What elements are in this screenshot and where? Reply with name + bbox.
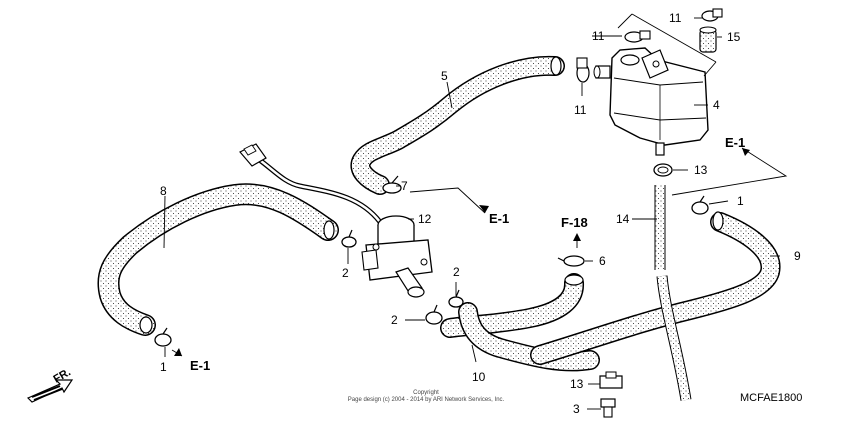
cap-assembly-15[interactable] [617, 13, 717, 77]
callout-1-left: 1 [160, 360, 167, 374]
clip-2-valve[interactable] [341, 229, 357, 248]
copyright-line-2: Page design (c) 2004 - 2014 by ARI Netwo… [348, 397, 505, 403]
leader-arrowheads [174, 148, 750, 356]
callout-13-upper: 13 [694, 163, 708, 177]
ref-e1-left[interactable]: E-1 [190, 358, 210, 373]
callout-5: 5 [441, 69, 448, 83]
callout-1-right: 1 [737, 194, 744, 208]
callout-3: 3 [573, 402, 580, 416]
callout-14: 14 [616, 212, 630, 226]
hose-9[interactable] [530, 211, 781, 365]
hose-10[interactable] [440, 273, 600, 372]
clamp-13-lower[interactable] [599, 371, 623, 389]
ref-e1-right[interactable]: E-1 [725, 135, 745, 150]
tube-14[interactable] [654, 185, 692, 401]
ref-e1-center[interactable]: E-1 [489, 211, 509, 226]
clamp-11-lower[interactable] [576, 57, 590, 83]
callout-2-valve: 2 [342, 266, 349, 280]
clip-2-mid[interactable] [448, 289, 464, 308]
hose-5[interactable] [350, 55, 565, 195]
front-direction-marker: FR. [26, 366, 74, 403]
callout-12: 12 [418, 212, 432, 226]
callout-7: 7 [401, 179, 408, 193]
callout-4: 4 [713, 98, 720, 112]
callout-6: 6 [599, 254, 606, 268]
clip-1-left[interactable] [154, 327, 172, 347]
callout-11-top: 11 [669, 11, 682, 25]
callout-9: 9 [794, 249, 801, 263]
callout-11-lower: 11 [574, 103, 587, 117]
callout-2-mid: 2 [453, 265, 460, 279]
clip-1-right[interactable] [691, 195, 709, 215]
clip-6[interactable] [557, 255, 585, 267]
callout-2-lower: 2 [391, 313, 398, 327]
clamp-11-top[interactable] [701, 8, 723, 22]
callout-15: 15 [727, 30, 741, 44]
clip-7[interactable] [382, 175, 402, 194]
hose-8[interactable] [97, 183, 339, 336]
callout-13-lower: 13 [570, 377, 584, 391]
clamp-11-mid[interactable] [624, 30, 651, 43]
clip-2-lower[interactable] [425, 304, 443, 325]
copyright-line-1: Copyright [413, 390, 439, 396]
ref-f18[interactable]: F-18 [561, 215, 588, 230]
bolt-3[interactable] [600, 398, 616, 418]
clamp-13-upper[interactable] [653, 163, 673, 177]
solenoid-valve-12[interactable] [239, 143, 433, 298]
reservoir-tank-4[interactable] [593, 47, 709, 156]
leader-lines [163, 17, 788, 410]
callout-11-mid: 11 [592, 29, 605, 43]
callout-8: 8 [160, 184, 167, 198]
callout-10: 10 [472, 370, 486, 384]
diagram-code: MCFAE1800 [740, 392, 802, 404]
